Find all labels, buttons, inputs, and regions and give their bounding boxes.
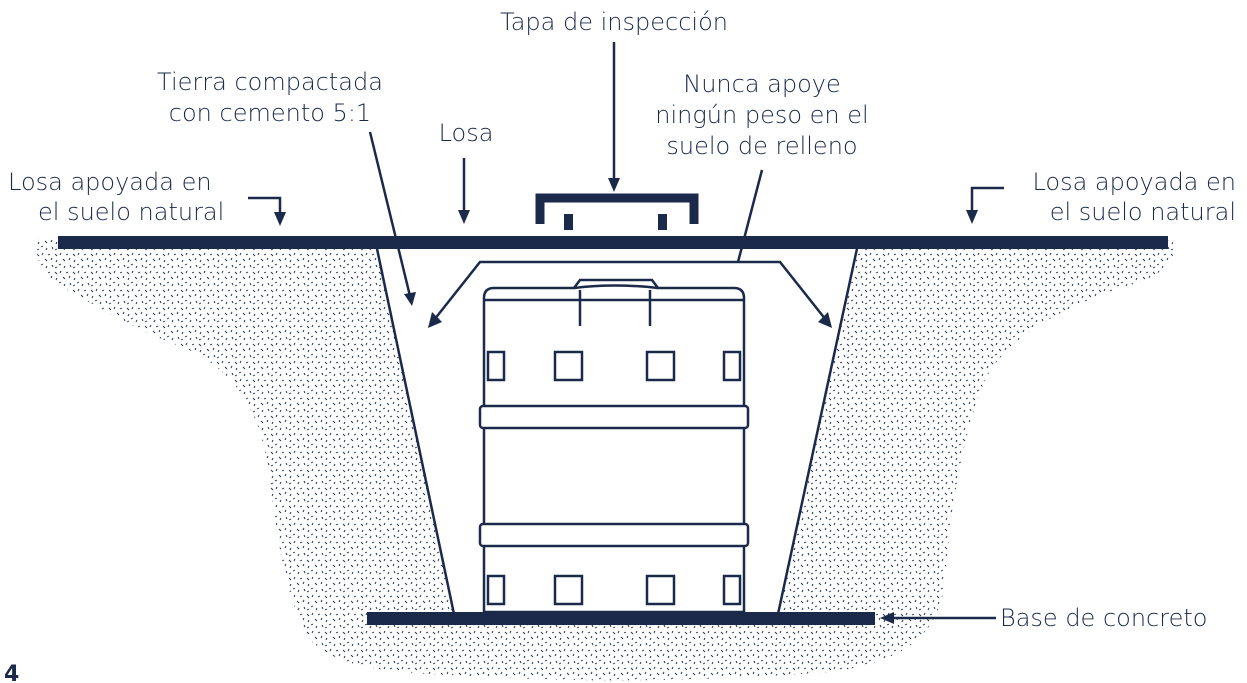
label-slab: Losa: [439, 119, 494, 147]
water-tank: [478, 278, 750, 614]
label-slab-natural-right-line2: el suelo natural: [1050, 198, 1236, 226]
label-compacted-soil-line2: con cemento 5:1: [169, 99, 371, 127]
page-number: 4: [4, 662, 19, 683]
backfill-arrows: [433, 260, 827, 321]
label-inspection-cover: Tapa de inspección: [500, 8, 728, 36]
excavation-left-wall: [374, 243, 456, 615]
label-slab-natural-left-line2: el suelo natural: [38, 198, 224, 226]
slab-natural-right-leader: [970, 186, 1004, 212]
label-never-support-line2: ningún peso en el: [655, 101, 868, 129]
natural-soil: [36, 238, 1174, 681]
concrete-base: [367, 612, 875, 625]
inspection-cover: [535, 193, 699, 230]
slab-natural-left-leader: [248, 196, 282, 214]
label-concrete-base: Base de concreto: [1000, 604, 1207, 632]
slab: [58, 236, 1168, 249]
compacted-soil-leader: [368, 131, 412, 297]
label-compacted-soil-line1: Tierra compactada: [157, 68, 383, 96]
label-never-support-line3: suelo de relleno: [666, 132, 857, 160]
label-slab-natural-right-line1: Losa apoyada en: [1032, 168, 1236, 196]
excavation-right-wall: [776, 243, 860, 615]
never-support-leader: [736, 169, 764, 263]
label-never-support-line1: Nunca apoye: [683, 70, 841, 98]
label-slab-natural-left-line1: Losa apoyada en: [8, 168, 212, 196]
